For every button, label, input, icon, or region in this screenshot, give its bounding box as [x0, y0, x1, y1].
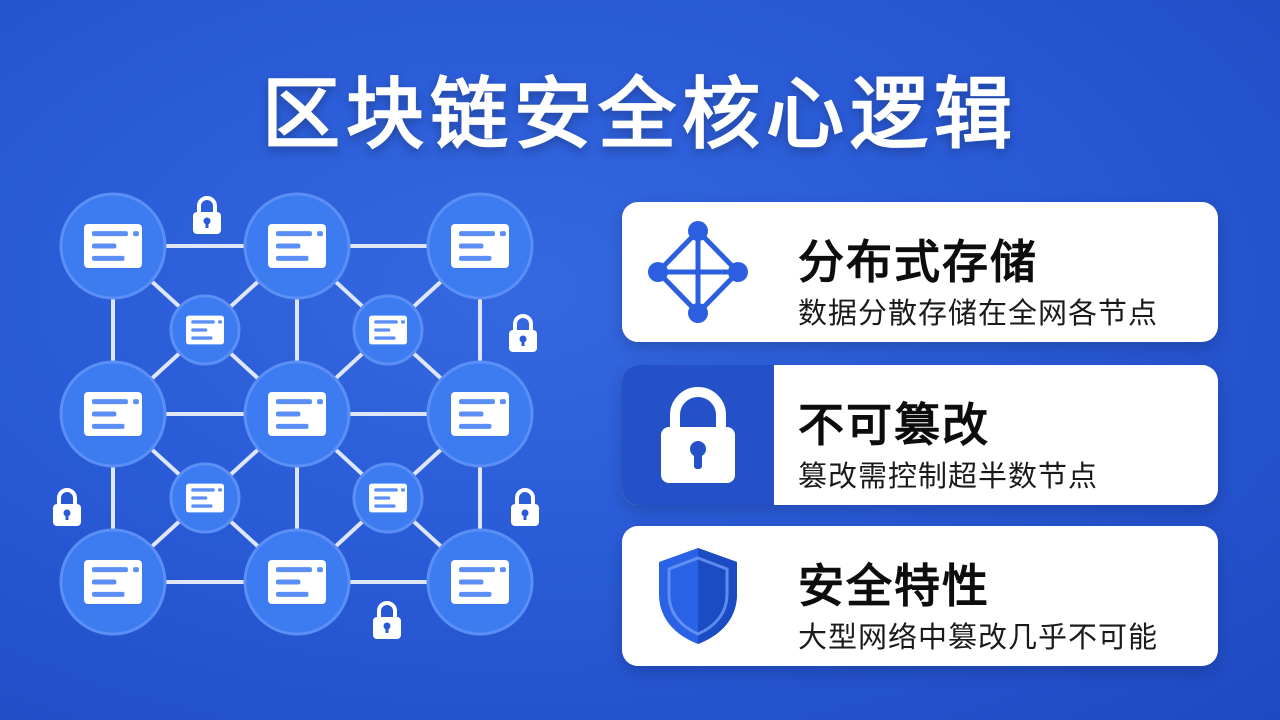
- card-description: 大型网络中篡改几乎不可能: [798, 620, 1159, 654]
- document-icon: [84, 224, 142, 268]
- card-immutable: 不可篡改 篡改需控制超半数节点: [622, 365, 1218, 505]
- card-icon-box: [622, 202, 774, 342]
- document-icon: [268, 224, 326, 268]
- page-title: 区块链安全核心逻辑: [261, 70, 1018, 160]
- document-icon: [268, 560, 326, 604]
- network-node: [426, 192, 534, 300]
- card-description: 数据分散存储在全网各节点: [798, 296, 1159, 330]
- network-locks: [53, 196, 539, 639]
- document-icon: [369, 483, 407, 513]
- card-description: 篡改需控制超半数节点: [798, 459, 1099, 493]
- network-node: [59, 360, 167, 468]
- card-distributed-storage: 分布式存储 数据分散存储在全网各节点: [622, 202, 1218, 342]
- network-node: [169, 294, 241, 366]
- lock-icon: [511, 488, 539, 526]
- network-node: [59, 528, 167, 636]
- document-icon: [84, 560, 142, 604]
- document-icon: [268, 392, 326, 436]
- card-title: 不可篡改: [798, 398, 990, 452]
- network-node: [352, 462, 424, 534]
- lock-icon: [661, 387, 735, 483]
- document-icon: [369, 315, 407, 345]
- document-icon: [451, 224, 509, 268]
- document-icon: [451, 560, 509, 604]
- network-icon: [648, 221, 748, 323]
- card-icon-box: [622, 365, 774, 505]
- lock-icon: [509, 314, 537, 352]
- document-icon: [451, 392, 509, 436]
- document-icon: [84, 392, 142, 436]
- network-nodes: [59, 192, 534, 636]
- blockchain-network-diagram: [53, 192, 539, 639]
- network-node: [59, 192, 167, 300]
- lock-icon: [373, 601, 401, 639]
- card-icon-box: [622, 526, 774, 666]
- document-icon: [186, 483, 224, 513]
- lock-icon: [193, 196, 221, 234]
- network-node: [426, 360, 534, 468]
- network-node: [426, 528, 534, 636]
- card-title: 分布式存储: [798, 235, 1038, 289]
- card-security: 安全特性 大型网络中篡改几乎不可能: [622, 526, 1218, 666]
- document-icon: [186, 315, 224, 345]
- network-node: [352, 294, 424, 366]
- network-node: [169, 462, 241, 534]
- network-node: [243, 360, 351, 468]
- shield-icon: [659, 548, 737, 644]
- network-node: [243, 528, 351, 636]
- card-title: 安全特性: [798, 559, 990, 613]
- network-node: [243, 192, 351, 300]
- lock-icon: [53, 488, 81, 526]
